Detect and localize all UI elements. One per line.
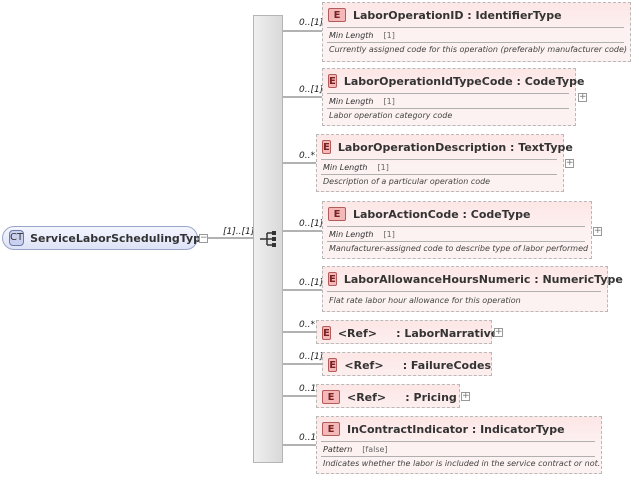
element-multiplicity: 0..* xyxy=(299,320,315,330)
facet-name: Min Length xyxy=(329,229,374,239)
divider xyxy=(327,241,585,242)
element-multiplicity: 0..[1] xyxy=(299,85,324,95)
element-multiplicity: 0..[1] xyxy=(299,352,324,362)
element-description: Flat rate labor hour allowance for this … xyxy=(329,296,521,305)
facet-row: Min Length [1] xyxy=(317,160,563,174)
element-badge: E xyxy=(322,326,331,340)
complex-type-box[interactable]: CT ServiceLaborSchedulingType xyxy=(2,226,209,250)
element-multiplicity: 0..[1] xyxy=(299,18,324,28)
element-description: Description of a particular operation co… xyxy=(323,177,491,186)
element-multiplicity: 0..* xyxy=(299,151,315,161)
divider xyxy=(321,159,557,160)
element-labor-allowance-hours-numeric[interactable]: E LaborAllowanceHoursNumeric : NumericTy… xyxy=(322,266,623,312)
element-name: LaborOperationDescription : TextType xyxy=(337,140,573,154)
facet-name: Min Length xyxy=(329,30,374,40)
facet-name: Min Length xyxy=(323,162,368,172)
complex-type-badge: CT xyxy=(9,230,25,246)
element-description: Labor operation category code xyxy=(329,111,453,120)
element-badge: E xyxy=(328,8,346,22)
element-labor-operation-id-type-code[interactable]: E LaborOperationIdTypeCode : CodeType Mi… xyxy=(322,68,584,126)
facet-row: Pattern [false] xyxy=(317,442,601,456)
facet-value: [1] xyxy=(383,30,395,40)
element-badge: E xyxy=(328,207,346,221)
divider xyxy=(327,27,624,28)
divider xyxy=(321,456,595,457)
element-name: <Ref> : LaborNarrative xyxy=(337,326,499,340)
divider xyxy=(327,108,569,109)
element-ref-labor-narrative[interactable]: E <Ref> : LaborNarrative xyxy=(316,320,498,344)
element-ref-pricing[interactable]: E <Ref> : Pricing xyxy=(316,384,460,408)
element-name: LaborActionCode : CodeType xyxy=(353,207,531,221)
divider xyxy=(321,174,557,175)
plus-icon[interactable]: + xyxy=(494,327,503,337)
divider xyxy=(321,441,595,442)
plus-icon[interactable]: + xyxy=(461,391,470,401)
divider xyxy=(327,226,585,227)
divider xyxy=(327,93,569,94)
element-labor-operation-id[interactable]: E LaborOperationID : IdentifierType Min … xyxy=(322,2,631,62)
sequence-compositor-icon xyxy=(260,231,276,247)
facet-value: [1] xyxy=(383,96,395,106)
element-description: Currently assigned code for this operati… xyxy=(329,45,628,54)
facet-value: [false] xyxy=(362,444,388,454)
element-name: InContractIndicator : IndicatorType xyxy=(347,422,565,436)
element-name: <Ref> : FailureCodes xyxy=(344,358,491,372)
element-multiplicity: 0..1 xyxy=(299,384,317,394)
element-in-contract-indicator[interactable]: E InContractIndicator : IndicatorType Pa… xyxy=(316,416,602,474)
facet-row: Min Length [1] xyxy=(323,94,575,108)
element-ref-failure-codes[interactable]: E <Ref> : FailureCodes xyxy=(322,352,492,376)
element-badge: E xyxy=(322,390,340,404)
element-name: LaborOperationID : IdentifierType xyxy=(353,8,562,22)
element-multiplicity: 0..[1] xyxy=(299,278,324,288)
element-labor-operation-description[interactable]: E LaborOperationDescription : TextType M… xyxy=(316,134,573,192)
divider xyxy=(327,291,601,292)
element-labor-action-code[interactable]: E LaborActionCode : CodeType Min Length … xyxy=(322,201,592,259)
facet-name: Min Length xyxy=(329,96,374,106)
plus-icon[interactable]: + xyxy=(565,158,574,168)
minus-icon[interactable]: − xyxy=(199,233,208,243)
facet-row: Min Length [1] xyxy=(323,227,591,241)
element-description: Manufacturer-assigned code to describe t… xyxy=(329,244,589,253)
complex-type-multiplicity: [1]..[1] xyxy=(223,227,255,237)
facet-row: Min Length [1] xyxy=(323,28,630,42)
element-name: LaborOperationIdTypeCode : CodeType xyxy=(343,74,585,88)
facet-value: [1] xyxy=(377,162,389,172)
element-name: <Ref> : Pricing xyxy=(347,390,457,404)
element-multiplicity: 0..1 xyxy=(299,433,317,443)
plus-icon[interactable]: + xyxy=(593,226,602,236)
facet-value: [1] xyxy=(383,229,395,239)
element-badge: E xyxy=(328,272,337,286)
element-badge: E xyxy=(328,74,337,88)
plus-icon[interactable]: + xyxy=(578,92,587,102)
divider xyxy=(327,42,624,43)
element-name: LaborAllowanceHoursNumeric : NumericType xyxy=(343,272,623,286)
complex-type-name: ServiceLaborSchedulingType xyxy=(30,231,209,245)
facet-name: Pattern xyxy=(323,444,353,454)
element-badge: E xyxy=(322,422,340,436)
element-badge: E xyxy=(322,140,331,154)
element-badge: E xyxy=(328,358,338,372)
element-description: Indicates whether the labor is included … xyxy=(323,459,601,468)
element-multiplicity: 0..[1] xyxy=(299,219,324,229)
sequence-compositor[interactable] xyxy=(253,15,283,463)
